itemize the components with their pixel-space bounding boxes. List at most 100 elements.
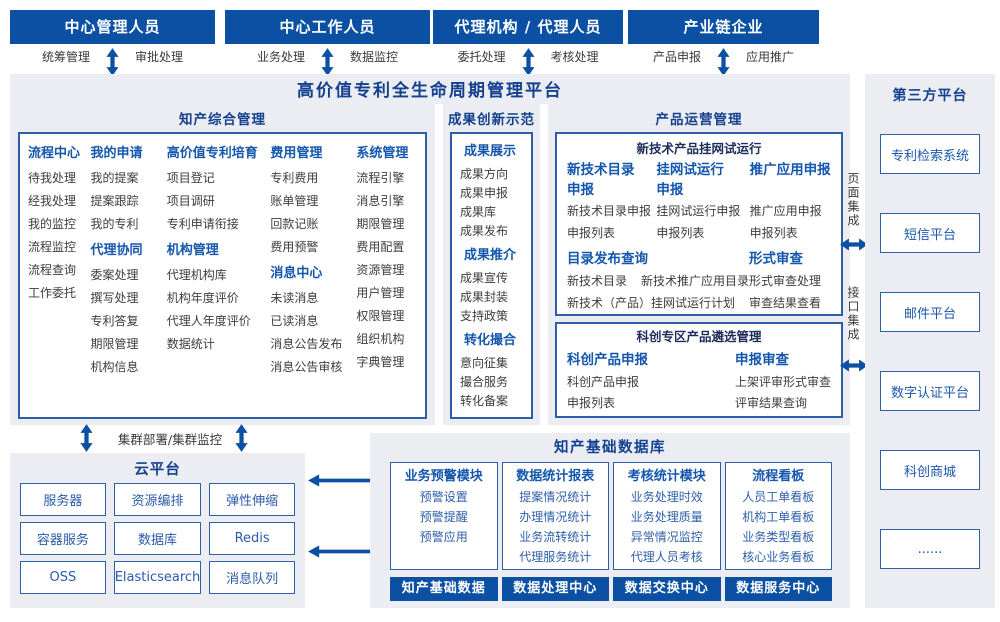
section-title: 云平台 [134, 462, 181, 478]
menu-item: 专利申请衔接 [166, 217, 239, 231]
database-column: 考核统计模块 业务处理时效业务处理质量异常情况监控代理人员考核 数据交换中心 [613, 462, 721, 601]
cloud-service-box: 数据库 [113, 522, 202, 555]
role-actions: 产品申报 应用推广 [628, 48, 819, 76]
menu-item: 申报列表 [567, 226, 616, 240]
menu-group-header: 我的申请 [90, 146, 143, 161]
role-action-left: 统筹管理 [41, 50, 90, 64]
third-party-box: 专利检索系统 [880, 134, 980, 174]
menu-column: 系统管理 流程引擎消息引擎期限管理费用配置资源管理用户管理权限管理组织机构字典管… [356, 144, 417, 379]
menu-item: 专利费用 [270, 171, 319, 185]
menu-item: 账单管理 [270, 194, 319, 208]
menu-item: 申报列表 [749, 226, 798, 240]
menu-item: 代理服务统计 [519, 550, 592, 564]
menu-item: 预警提醒 [419, 510, 468, 524]
cloud-service-box: OSS [20, 561, 106, 594]
menu-item: 审查结果查看 [749, 296, 822, 310]
cloud-service-box: 弹性伸缩 [209, 483, 295, 516]
menu-group-header: 挂网试运行申报 [656, 162, 724, 198]
menu-item: 评审结果查询 [734, 396, 807, 410]
section-title: 成果创新示范 [448, 112, 535, 128]
menu-item: 业务处理时效 [630, 490, 703, 504]
role-actions: 业务处理 数据监控 [225, 48, 430, 76]
database-bar: 数据交换中心 [613, 577, 721, 601]
menu-group: 代理协同 委案处理撰写处理专利答复期限管理机构信息 [91, 241, 167, 379]
menu-group-header: 消息中心 [270, 266, 323, 281]
menu-group-header: 新技术目录申报 [567, 162, 635, 198]
menu-item: 费用配置 [356, 240, 405, 254]
database-column: 数据统计报表 提案情况统计办理情况统计业务流转统计代理服务统计 数据处理中心 [501, 462, 609, 601]
menu-item: 异常情况监控 [630, 530, 703, 544]
database-bar: 知产基础数据 [390, 577, 498, 601]
cloud-service-box: Redis [209, 522, 295, 555]
section-product-operations: 产品运营管理 新技术产品挂网试运行 新技术目录申报 新技术目录申报申报列表 挂网… [548, 104, 850, 425]
menu-item: 撰写处理 [90, 291, 139, 305]
section-ip-database: 知产基础数据库 业务预警模块 预警设置预警提醒预警应用 知产基础数据 数据统计报… [370, 433, 850, 608]
menu-item: 委案处理 [90, 268, 139, 282]
double-arrow-horizontal-icon [840, 357, 868, 376]
menu-group: 我的申请 我的提案提案跟踪我的专利 [91, 144, 167, 236]
menu-item: 新技术（产品）挂网试运行计划 [567, 296, 736, 310]
menu-item: 预警应用 [419, 530, 468, 544]
menu-item: 新技术目录申报 [567, 204, 652, 218]
menu-column: 推广应用申报 推广应用申报申报列表 [750, 160, 831, 244]
menu-group-items: 意向征集撮合服务转化备案 [460, 354, 523, 411]
menu-item: 流程监控 [28, 240, 77, 254]
database-bar: 数据处理中心 [501, 577, 609, 601]
menu-item: 权限管理 [356, 309, 405, 323]
subbox-title: 科创专区产品遴选管理 [636, 329, 762, 344]
menu-item: 未读消息 [270, 291, 319, 305]
double-arrow-horizontal-icon [840, 236, 868, 255]
menu-item: 专利答复 [90, 314, 139, 328]
section-title: 第三方平台 [892, 88, 968, 104]
role-group: 中心工作人员 业务处理 数据监控 [225, 10, 430, 76]
catalog-query-group: 目录发布查询 新技术目录 新技术推广应用目录 新技术（产品）挂网试运行计划 [567, 248, 749, 314]
menu-group: 费用管理 专利费用账单管理回款记账费用预警 [270, 144, 356, 259]
menu-item: 消息公告审核 [270, 360, 343, 374]
menu-item: 流程引擎 [356, 171, 405, 185]
role-action-right: 考核处理 [550, 50, 599, 64]
page-integration-label: 页面集成 [846, 172, 860, 228]
ip-management-box: 流程中心 待我处理经我处理我的监控流程监控流程查询工作委托 我的申请 我的提案提… [18, 132, 427, 419]
menu-group-items: 提案情况统计办理情况统计业务流转统计代理服务统计 [503, 487, 609, 567]
menu-item: 待我处理 [28, 171, 77, 185]
cloud-service-box: 容器服务 [20, 522, 106, 555]
menu-group-header: 转化撮合 [464, 333, 517, 348]
menu-group: 流程中心 待我处理经我处理我的监控流程监控流程查询工作委托 [28, 144, 91, 305]
menu-group-items: 项目登记项目调研专利申请衔接 [167, 167, 271, 236]
menu-group-items: 成果方向成果申报成果库成果发布 [460, 165, 523, 241]
menu-group: 机构管理 代理机构库机构年度评价代理人年度评价数据统计 [167, 241, 271, 356]
menu-group-items: 推广应用申报申报列表 [750, 200, 831, 244]
subbox-title: 新技术产品挂网试运行 [636, 141, 762, 156]
menu-group: 成果推介 成果宣传成果封装支持政策 [460, 246, 523, 326]
menu-item: 资源管理 [356, 263, 405, 277]
menu-item: 消息公告发布 [270, 337, 343, 351]
menu-item: 期限管理 [90, 337, 139, 351]
menu-column: 我的申请 我的提案提案跟踪我的专利 代理协同 委案处理撰写处理专利答复期限管理机… [91, 144, 167, 379]
menu-column: 费用管理 专利费用账单管理回款记账费用预警 消息中心 未读消息已读消息消息公告发… [270, 144, 356, 379]
menu-group-header: 形式审查 [749, 251, 803, 267]
double-arrow-vertical-icon [521, 48, 535, 76]
role-group: 中心管理人员 统筹管理 审批处理 [10, 10, 215, 76]
menu-item: 支持政策 [460, 309, 509, 323]
menu-group: 成果展示 成果方向成果申报成果库成果发布 [460, 142, 523, 241]
platform-title: 高价值专利全生命周期管理平台 [10, 74, 850, 104]
menu-item: 工作委托 [28, 286, 77, 300]
menu-column: 高价值专利培育 项目登记项目调研专利申请衔接 机构管理 代理机构库机构年度评价代… [167, 144, 271, 379]
menu-item: 费用预警 [270, 240, 319, 254]
menu-item: 核心业务看板 [742, 550, 815, 564]
cloud-service-box: 资源编排 [113, 483, 202, 516]
menu-item: 消息引擎 [356, 194, 405, 208]
section-achievement: 成果创新示范 成果展示 成果方向成果申报成果库成果发布 成果推介 成果宣传成果封… [443, 104, 540, 425]
role-action-left: 业务处理 [256, 50, 305, 64]
menu-group-header: 流程看板 [752, 469, 805, 484]
menu-item: 提案情况统计 [519, 490, 592, 504]
cluster-label: 集群部署/集群监控 [117, 432, 223, 447]
menu-item: 人员工单看板 [742, 490, 815, 504]
menu-item: 新技术目录 [567, 274, 628, 288]
formal-review-group: 形式审查 形式审查处理审查结果查看 [749, 248, 831, 314]
third-party-items: 专利检索系统短信平台邮件平台数字认证平台科创商城...... [865, 134, 995, 569]
section-ip-management: 知产综合管理 流程中心 待我处理经我处理我的监控流程监控流程查询工作委托 [10, 104, 435, 425]
menu-group-items: 代理机构库机构年度评价代理人年度评价数据统计 [167, 264, 271, 356]
menu-group-items: 形式审查处理审查结果查看 [749, 270, 831, 314]
